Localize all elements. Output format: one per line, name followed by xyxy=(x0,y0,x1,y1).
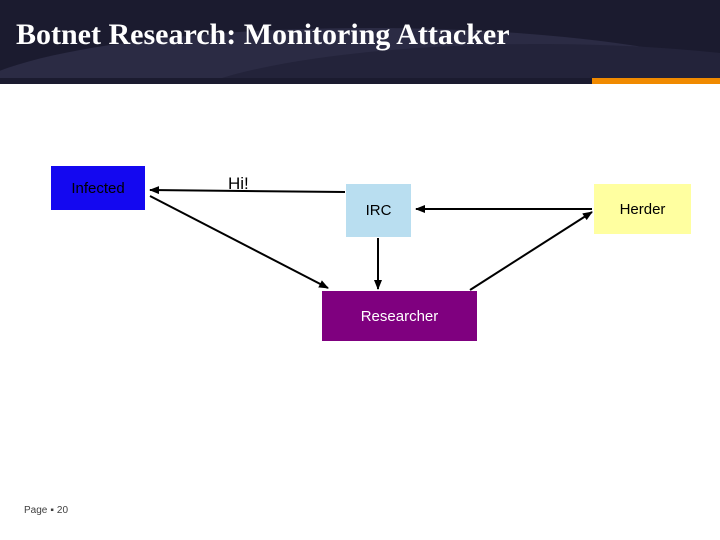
botnet-monitoring-diagram: Infected IRC Herder Researcher Hi! xyxy=(0,84,720,540)
footer-page-label: Page xyxy=(24,505,48,516)
node-infected-label: Infected xyxy=(71,179,125,197)
diagram-arrow-layer xyxy=(149,186,593,291)
footer-bullet-icon: ▪ xyxy=(50,505,54,516)
page-title: Botnet Research: Monitoring Attacker xyxy=(16,18,510,51)
node-herder[interactable]: Herder xyxy=(594,184,691,234)
node-researcher[interactable]: Researcher xyxy=(322,291,477,341)
node-infected[interactable]: Infected xyxy=(51,166,145,210)
slide-footer-page-number: Page▪20 xyxy=(24,505,68,516)
node-irc-label: IRC xyxy=(365,202,392,219)
accent-rule-orange-segment xyxy=(592,78,720,84)
edge-researcher-to-herder xyxy=(469,211,593,291)
slide-title-bar: Botnet Research: Monitoring Attacker xyxy=(0,0,720,78)
edge-annotation-hi: Hi! xyxy=(228,174,249,193)
slide-left-margin xyxy=(0,84,6,540)
node-irc[interactable]: IRC xyxy=(346,184,411,237)
edge-irc-to-infected xyxy=(149,186,346,195)
title-accent-rule xyxy=(0,78,720,84)
footer-page-value: 20 xyxy=(56,505,69,516)
node-researcher-label: Researcher xyxy=(360,307,439,325)
accent-rule-dark-segment xyxy=(0,78,592,84)
node-herder-label: Herder xyxy=(619,200,666,218)
edge-infected-to-researcher xyxy=(149,195,329,289)
